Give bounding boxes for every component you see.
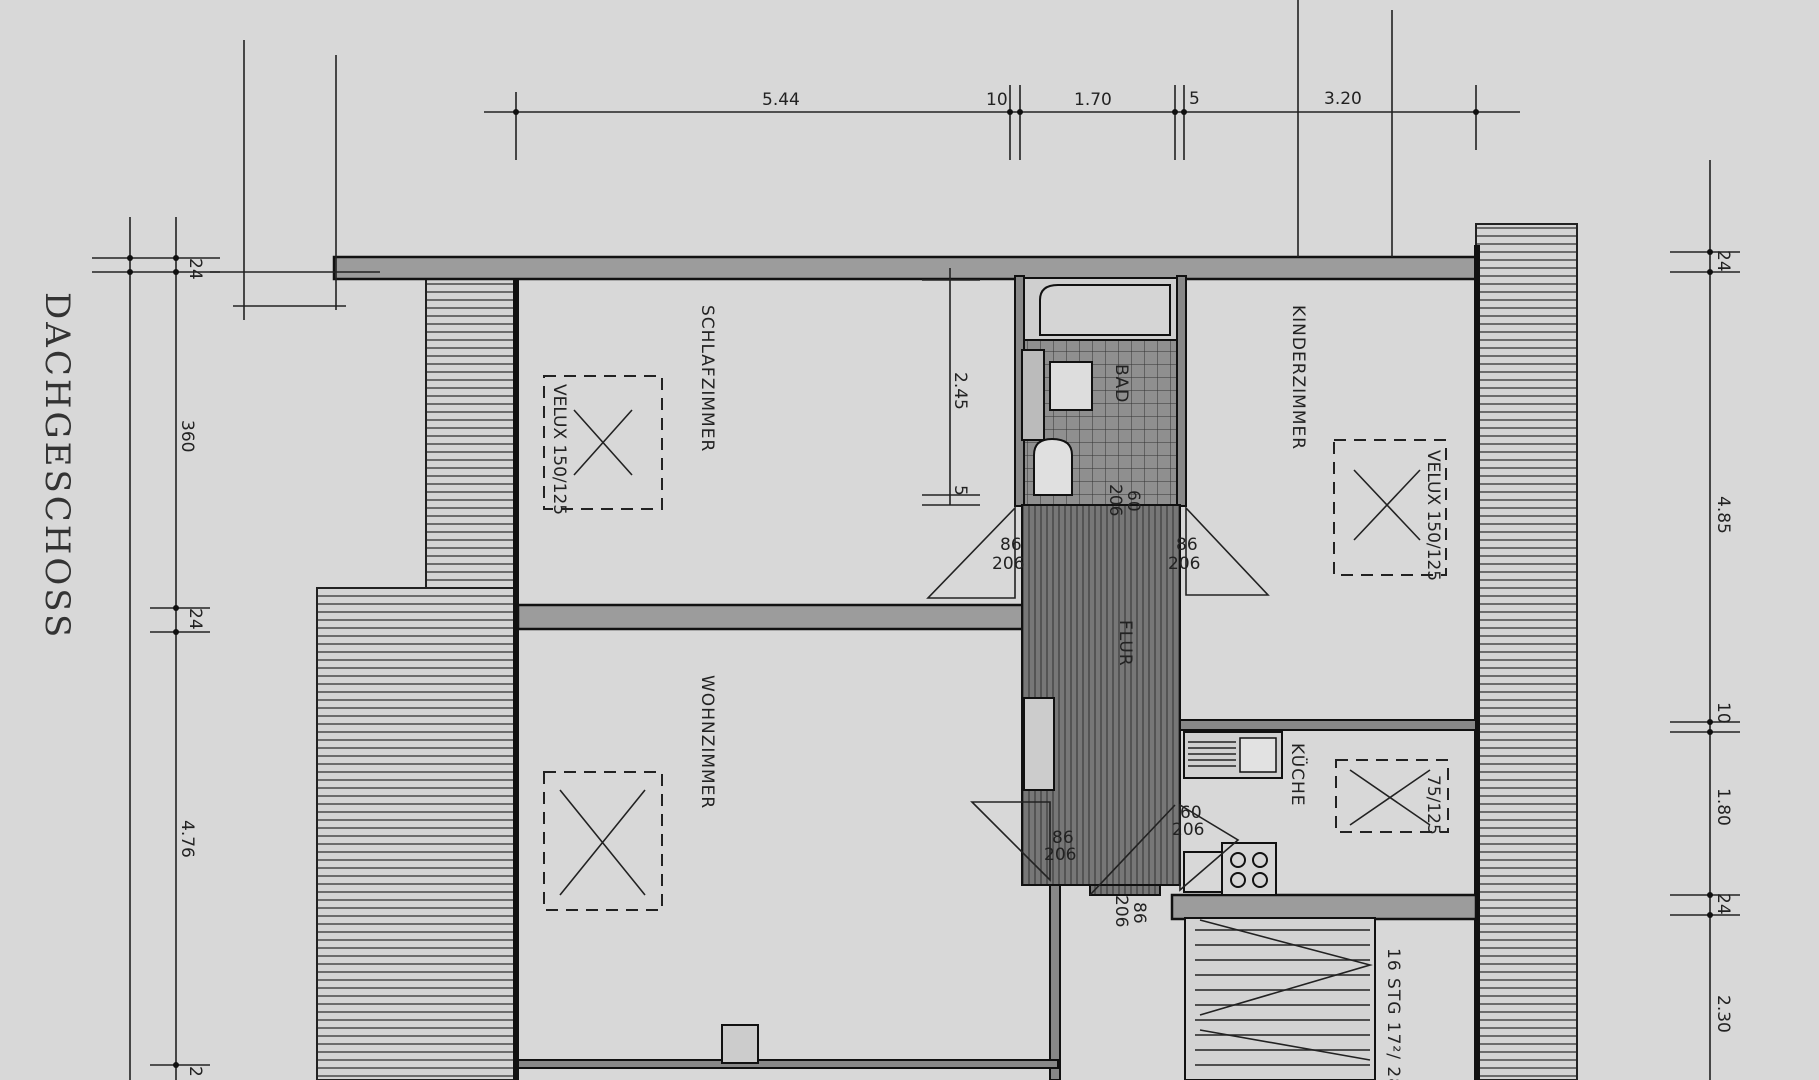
room-label-kinderzimmer: KINDERZIMMER [1288,305,1308,450]
kueche-chair [1183,851,1223,893]
room-label-flur: FLUR [1115,620,1135,667]
door-swing-schlaf [926,506,1016,599]
door-kueche-height: 206 [1172,820,1204,840]
velux-label-kueche: 75/125 [1423,775,1443,835]
room-label-kueche: KÜCHE [1287,743,1309,807]
kueche-sink-ribs [1188,741,1236,767]
flur-floor-main [1021,504,1181,886]
dim-right-5: 24 [1713,893,1733,915]
velux-window-kinder [1333,439,1447,576]
stair-label: 16 STG 17²/ 28 [1383,948,1403,1080]
drawing-title: DACHGESCHOSS [37,292,77,640]
bad-shelf [1021,349,1045,441]
dim-left-4: 4.76 [177,820,197,858]
velux-label-kinder: VELUX 150/125 [1423,450,1443,581]
dimension-ticks [127,109,1713,1068]
staircase [1184,917,1376,1080]
dim-right-1: 24 [1713,250,1733,272]
wall-bad-right [1176,275,1187,507]
dim-right-2: 4.85 [1713,496,1733,534]
velux-label-schlaf: VELUX 150/125 [549,384,569,515]
radiator-wohn-bottom [721,1024,759,1064]
door-swing-flur [1089,804,1176,896]
door-swing-wohn [970,801,1051,882]
kueche-sink-drain [1239,737,1277,773]
wall-right [1474,245,1480,1080]
stove-burners [1230,852,1268,888]
velux-window-kueche [1335,759,1449,833]
door-wohn-height: 206 [1044,845,1076,865]
bathtub [1039,284,1171,336]
dim-left-3: 24 [185,608,205,630]
door-bad-height: 206 [1105,484,1125,516]
wall-kinder-kueche [1179,719,1477,731]
dim-right-6: 2.30 [1713,995,1733,1033]
room-label-wohnzimmer: WOHNZIMMER [697,675,717,809]
dim-right-4: 1.80 [1713,788,1733,826]
velux-window-schlaf [543,375,663,510]
dim-top-4: 5 [1189,89,1200,109]
radiator-wohn [1023,697,1055,791]
dim-inner-2: 5 [950,485,970,496]
roof-slope-right [1475,223,1578,1080]
wall-bottom-left [517,1059,1059,1069]
dim-top-2: 10 [986,90,1008,110]
dimension-lines [92,0,1740,1080]
door-kueche-width: 60 [1180,803,1202,823]
door-schlaf-height: 206 [992,554,1024,574]
dim-top-3: 1.70 [1074,90,1112,110]
dim-left-1: 24 [185,258,205,280]
bad-washbasin [1049,361,1093,411]
door-wohn-width: 86 [1052,828,1074,848]
dim-left-2: 360 [177,420,197,452]
door-kinder-width: 86 [1176,535,1198,555]
bad-toilet [1033,437,1073,496]
velux-window-wohn [543,771,663,911]
door-bad-width: 60 [1123,490,1143,512]
kueche-stove [1221,842,1277,896]
dim-inner-1: 2.45 [950,372,970,410]
dim-top-5: 3.20 [1324,89,1362,109]
wall-kueche-bottom [1170,893,1478,921]
door-flur-width: 86 [1129,902,1149,924]
door-flur-height: 206 [1111,895,1131,927]
door-swing-kueche [1179,803,1240,892]
roof-slope-left-upper [425,277,519,609]
door-schlaf-width: 86 [1000,535,1022,555]
roof-slope-left-lower [316,587,518,1080]
door-swing-kinder [1185,505,1270,596]
wall-schlaf-wohn [516,603,1058,631]
dim-right-3: 10 [1713,702,1733,724]
door-kinder-height: 206 [1168,554,1200,574]
room-label-bad: BAD [1111,364,1131,403]
dim-left-5: 2 [185,1066,205,1077]
wall-top [332,255,1478,281]
dim-top-1: 5.44 [762,90,800,110]
room-label-schlafzimmer: SCHLAFZIMMER [697,305,717,452]
wall-left [513,278,519,1080]
